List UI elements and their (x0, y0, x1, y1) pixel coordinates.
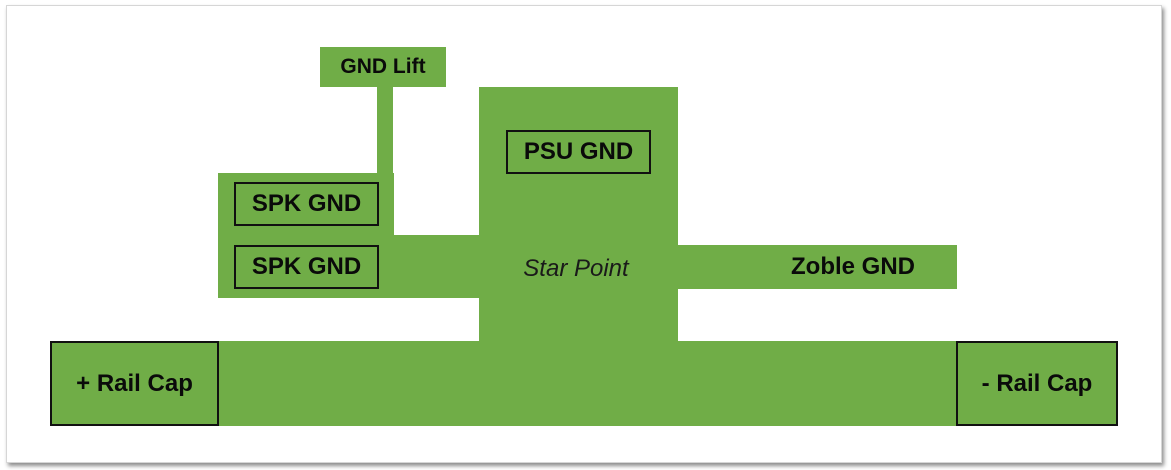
plus-rail-cap: + Rail Cap (50, 341, 219, 426)
spk-gnd-label-lower: SPK GND (234, 245, 379, 289)
bottom-rail-bar (50, 341, 1118, 426)
spk-gnd-label-upper: SPK GND (234, 182, 379, 226)
gnd-lift-wire (377, 85, 393, 175)
star-point-block (479, 87, 678, 343)
minus-rail-cap: - Rail Cap (956, 341, 1118, 426)
zoble-gnd-branch (676, 245, 957, 289)
spk-gnd-connector (380, 235, 481, 298)
star-point-label: Star Point (523, 255, 629, 282)
psu-gnd-label: PSU GND (506, 130, 651, 174)
spk-gnd-branch (218, 173, 394, 298)
zoble-gnd-label: Zoble GND (791, 253, 915, 280)
gnd-lift-label: GND Lift (320, 47, 446, 87)
